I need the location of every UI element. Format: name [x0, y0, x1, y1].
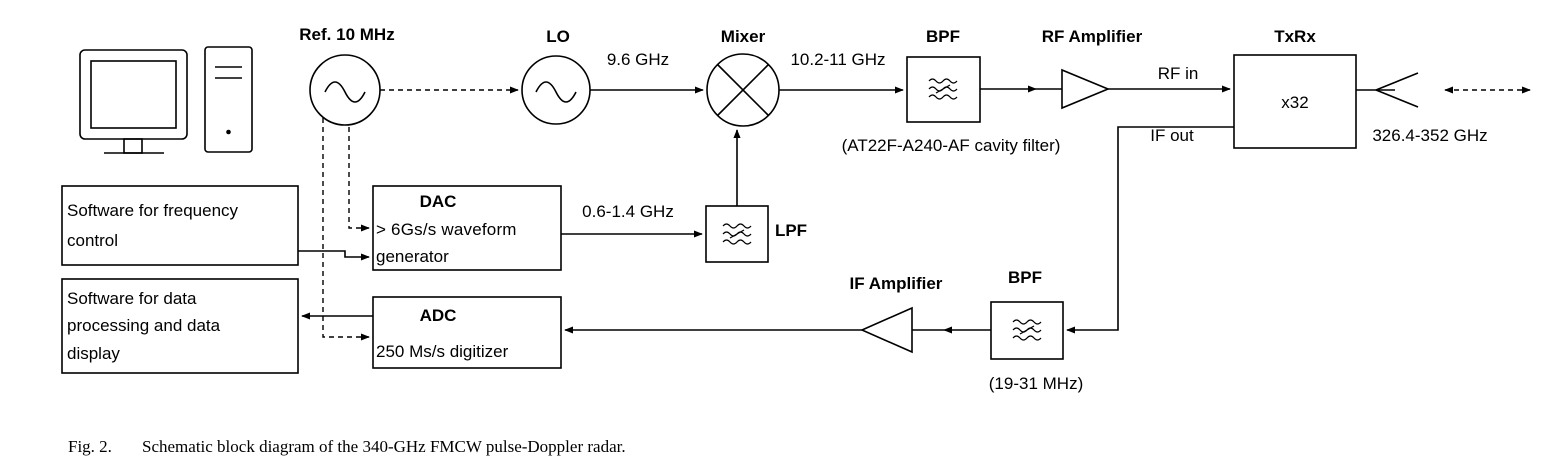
lo-oscillator-symbol — [521, 55, 591, 125]
bpf-rf-label: BPF — [926, 27, 960, 46]
ref-to-adc-clock — [322, 118, 370, 341]
txrx-to-if-bpf-link — [1066, 126, 1234, 334]
mixer-label: Mixer — [721, 27, 766, 46]
txrx-label: TxRx — [1274, 27, 1316, 46]
dac-block — [372, 185, 562, 271]
software-data-line1: Software for data — [67, 289, 197, 308]
adc-label: ADC — [420, 306, 457, 325]
if-out-label: IF out — [1150, 126, 1194, 145]
if-amplifier-symbol — [860, 306, 913, 354]
figure-number: Fig. 2. — [68, 437, 112, 456]
bpf-if-note: (19-31 MHz) — [989, 374, 1083, 393]
rf-amplifier-label: RF Amplifier — [1042, 27, 1143, 46]
lo-frequency-label: 9.6 GHz — [607, 50, 669, 69]
software-data-line3: display — [67, 344, 120, 363]
dac-line2: generator — [376, 247, 449, 266]
adc-block — [372, 296, 562, 369]
software-frequency-control-box — [61, 185, 299, 266]
software-frequency-line2: control — [67, 231, 118, 250]
software-to-dac-link — [298, 250, 370, 261]
software-frequency-line1: Software for frequency — [67, 201, 239, 220]
adc-line: 250 Ms/s digitizer — [376, 342, 509, 361]
lo-label: LO — [546, 27, 570, 46]
bpf-rf-note: (AT22F-A240-AF cavity filter) — [842, 136, 1061, 155]
rf-in-label: RF in — [1158, 64, 1199, 83]
ref-to-dac-clock — [348, 127, 370, 232]
txrx-block — [1233, 54, 1357, 149]
software-data-line2: processing and data — [67, 316, 221, 335]
rf-amplifier-symbol — [1061, 68, 1111, 110]
ref-oscillator-label: Ref. 10 MHz — [299, 25, 394, 44]
mixer-symbol — [706, 53, 780, 127]
mixer-output-frequency: 10.2-11 GHz — [790, 50, 885, 69]
bpf-if-label: BPF — [1008, 268, 1042, 287]
dac-frequency-label: 0.6-1.4 GHz — [582, 202, 674, 221]
lpf-label: LPF — [775, 221, 807, 240]
antenna-icon — [1356, 72, 1419, 108]
figure-caption: Schematic block diagram of the 340-GHz F… — [142, 437, 626, 456]
bpf-rf-block — [906, 56, 981, 123]
dac-label: DAC — [420, 192, 457, 211]
rf-band-label: 326.4-352 GHz — [1372, 126, 1487, 145]
computer-icon — [79, 46, 253, 154]
dac-line1: > 6Gs/s waveform — [376, 220, 517, 239]
if-amplifier-label: IF Amplifier — [850, 274, 943, 293]
multiplier-label: x32 — [1281, 93, 1308, 112]
ref-oscillator-symbol — [309, 54, 381, 126]
software-data-processing-box — [61, 278, 299, 374]
